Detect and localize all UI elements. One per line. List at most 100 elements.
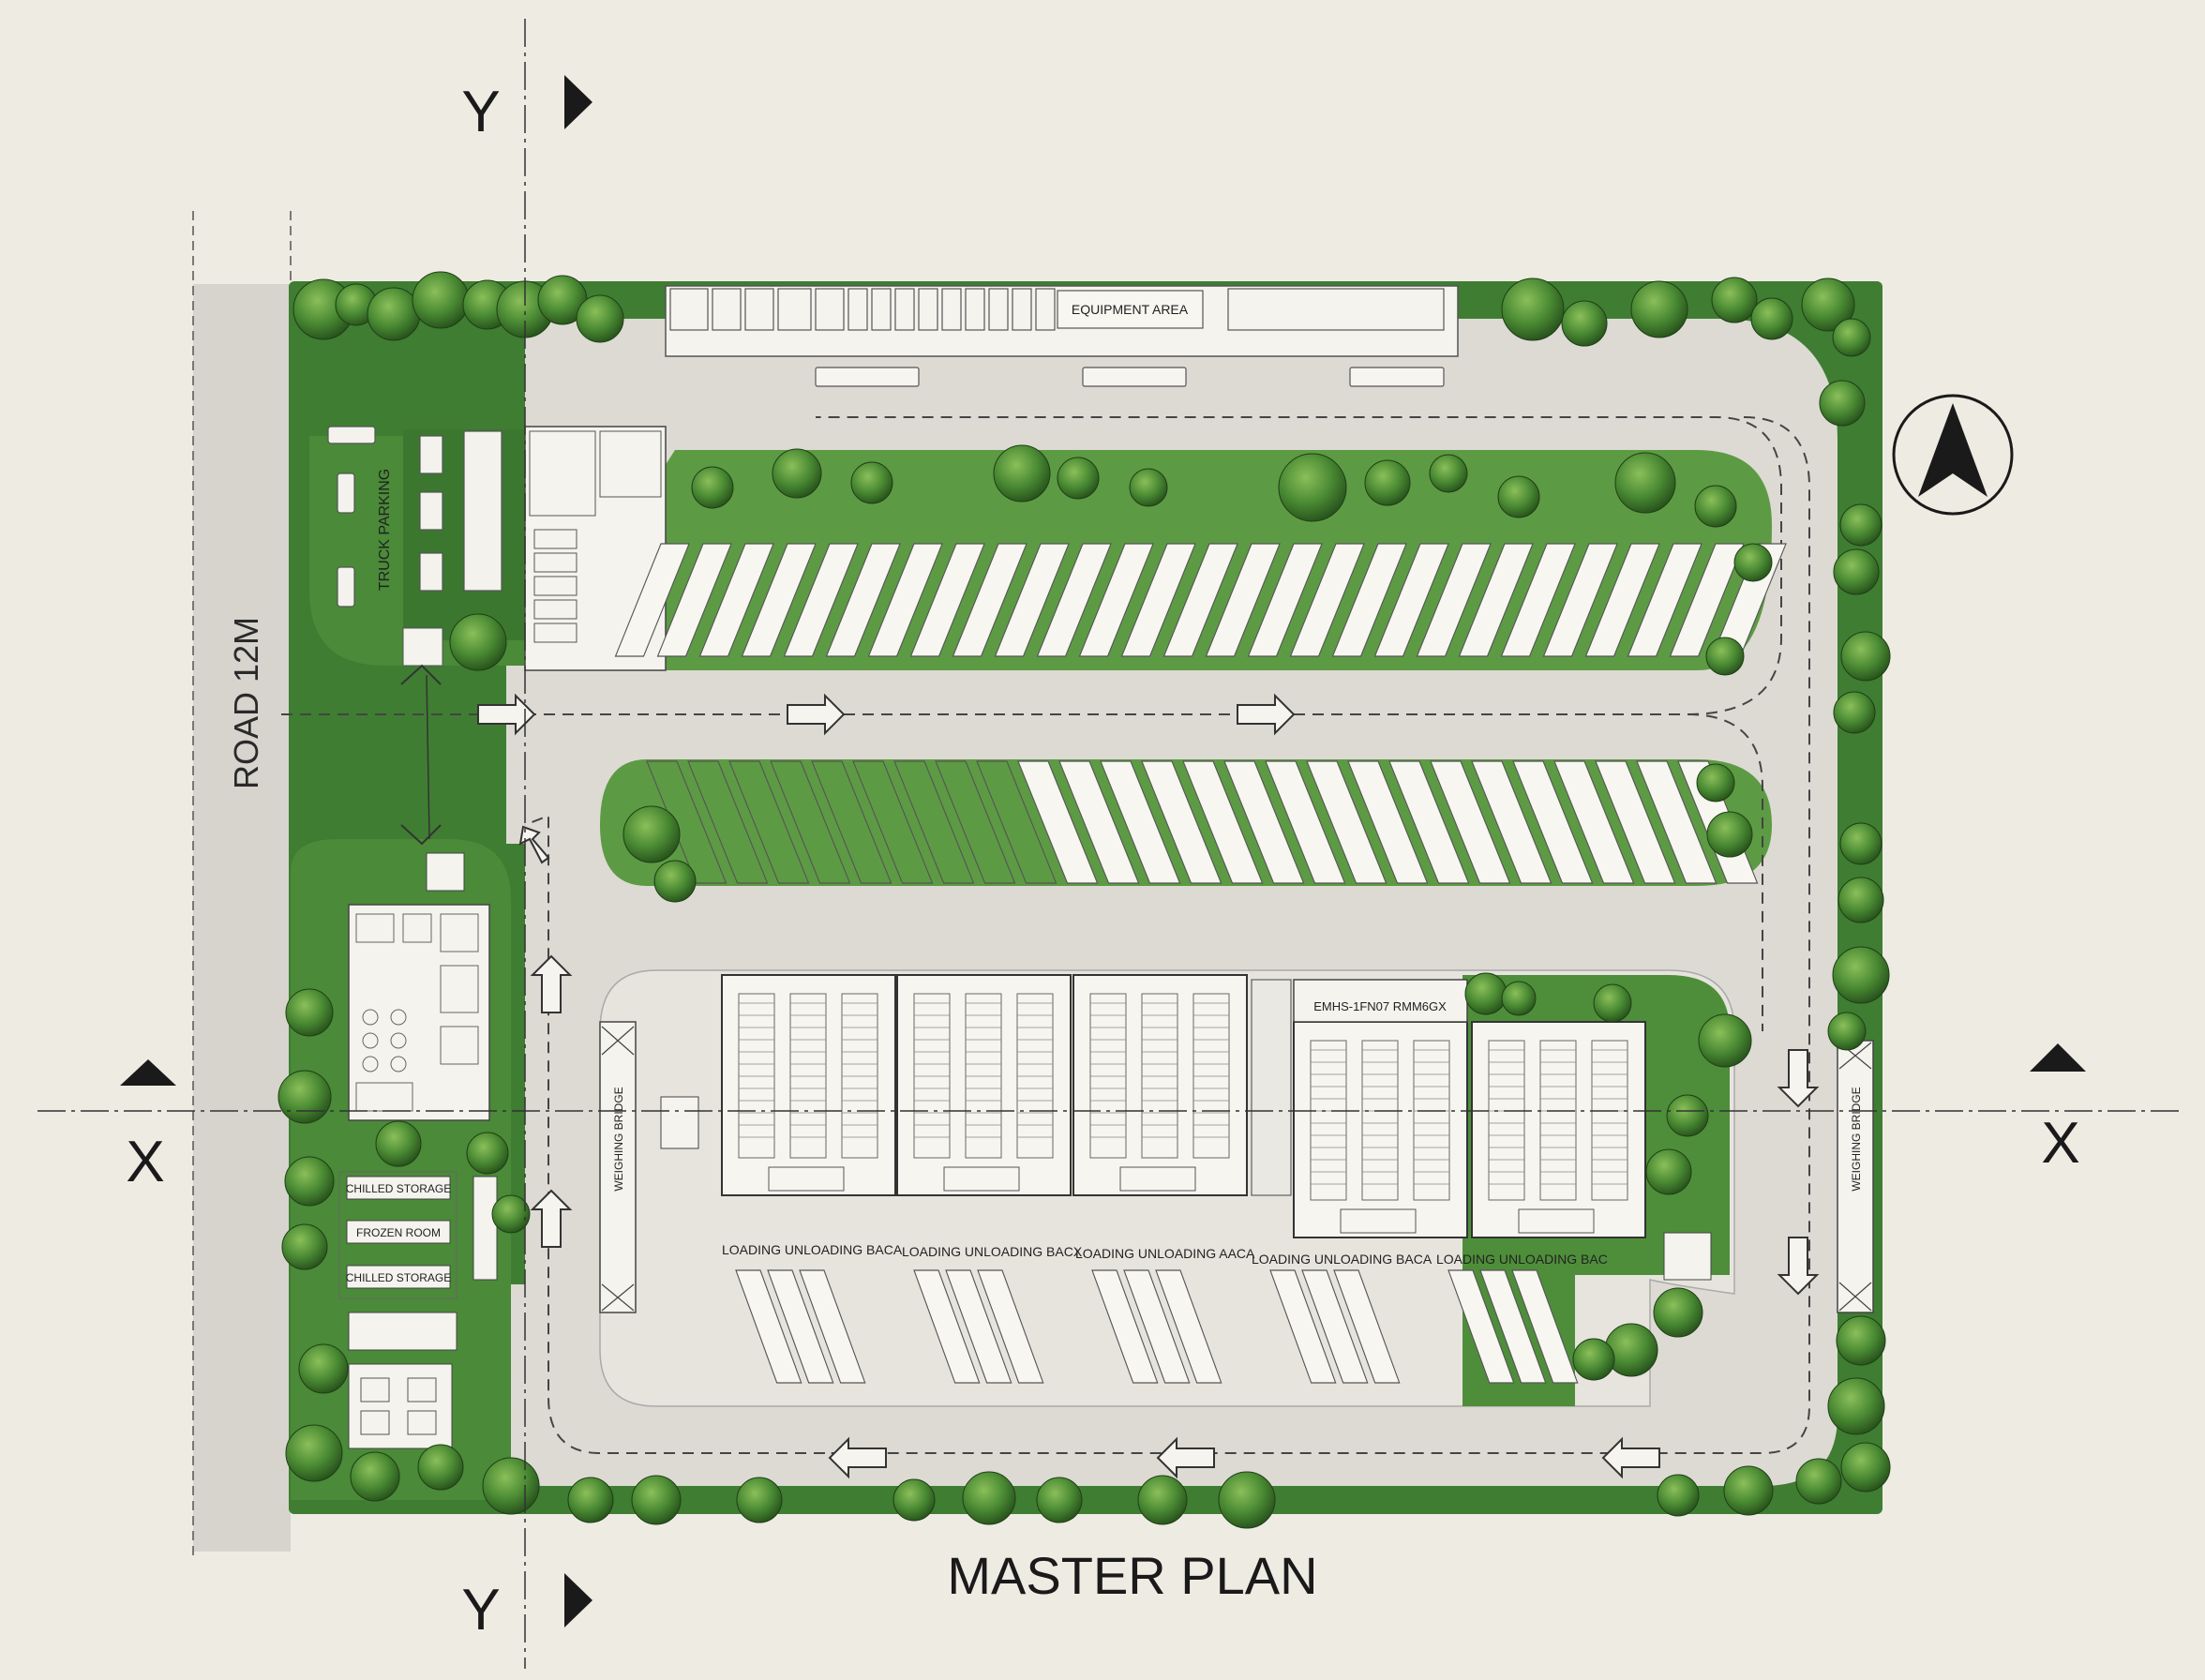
tree-icon — [1827, 1377, 1885, 1435]
weighing-bridge-right — [1837, 1040, 1874, 1313]
tree-icon — [1833, 691, 1876, 734]
parking-bay — [1058, 760, 1140, 884]
frozen-room-label: FROZEN ROOM — [356, 1226, 441, 1239]
plan-title: MASTER PLAN — [947, 1546, 1317, 1605]
tree-icon — [1723, 1465, 1774, 1516]
tree-icon — [1653, 1287, 1703, 1338]
tree-icon — [576, 294, 624, 343]
truck — [1511, 1269, 1579, 1384]
entry-barrier — [400, 664, 442, 846]
parking-bay — [1289, 543, 1365, 657]
truck — [735, 1269, 802, 1384]
tree-icon — [1801, 278, 1855, 332]
parking-bay — [994, 543, 1070, 657]
tree-icon — [1750, 297, 1793, 340]
tree-icon — [350, 1451, 400, 1502]
parking-bay — [1306, 760, 1388, 884]
tree-icon — [284, 1156, 335, 1207]
tree-icon — [1666, 1094, 1709, 1137]
tree-icon — [1614, 452, 1676, 514]
tree-icon — [892, 1478, 936, 1522]
gatehouse-rooms — [529, 430, 662, 643]
tree-icon — [1657, 1474, 1700, 1517]
tree-icon — [466, 1132, 509, 1175]
racking-row — [1488, 1040, 1525, 1201]
tree-icon — [1698, 1013, 1752, 1068]
entry-line — [426, 674, 430, 840]
racking-row — [1141, 993, 1178, 1159]
loading-bay-label-3: LOADING UNLOADING AACA — [1075, 1246, 1255, 1261]
parking-bay — [893, 760, 975, 884]
tree-icon — [298, 1343, 349, 1394]
tree-icon — [278, 1070, 332, 1124]
parking-bay — [1265, 760, 1346, 884]
generator-building — [348, 1363, 453, 1449]
parking-bay — [1182, 760, 1264, 884]
tree-icon — [1836, 1315, 1886, 1366]
parking-bay — [1223, 760, 1305, 884]
racking-row — [965, 993, 1002, 1159]
tree-icon — [631, 1475, 682, 1525]
loading-dock — [943, 1166, 1020, 1192]
weighing-bridge-left — [599, 1021, 637, 1313]
tree-icon — [1833, 548, 1880, 595]
loop-route — [1687, 713, 1763, 1031]
tree-icon — [1838, 877, 1884, 923]
parking-bay — [1141, 760, 1222, 884]
parking-bay — [909, 543, 985, 657]
parking-bay — [1627, 543, 1702, 657]
loading-bay-label-5: LOADING UNLOADING BAC — [1436, 1252, 1608, 1267]
truck — [1333, 1269, 1401, 1384]
tree-icon — [691, 466, 734, 509]
landscape-trees — [278, 271, 1891, 1529]
parking-bay — [1471, 760, 1552, 884]
truck — [913, 1269, 981, 1384]
truck — [1269, 1269, 1337, 1384]
north-parking-bays — [614, 543, 1787, 657]
tree-icon — [1057, 457, 1100, 500]
tree-icon — [1497, 475, 1540, 518]
parking-bay — [935, 760, 1016, 884]
section-x-right-arrow — [2030, 1043, 2086, 1072]
warehouse-block — [896, 974, 1072, 1196]
truck — [1479, 1269, 1547, 1384]
tree-icon — [1630, 280, 1688, 338]
parking-bay — [1078, 543, 1154, 657]
tree-icon — [1645, 1148, 1692, 1195]
tree-icon — [281, 1223, 328, 1270]
service-corridor — [1251, 979, 1292, 1196]
truck — [799, 1269, 866, 1384]
truck-parking-label: TRUCK PARKING — [377, 469, 393, 591]
chilled-storage-2-label: CHILLED STORAGE — [346, 1271, 451, 1284]
racking-row — [1361, 1040, 1399, 1201]
parking-bay — [1584, 543, 1660, 657]
loading-dock — [1518, 1208, 1595, 1234]
circulation-route-west — [524, 814, 825, 1454]
parking-bay — [1388, 760, 1470, 884]
parking-bay — [852, 760, 934, 884]
tree-icon — [772, 448, 822, 499]
tree-icon — [1832, 318, 1871, 357]
parking-bay — [1331, 543, 1407, 657]
loading-dock — [1340, 1208, 1417, 1234]
section-x-left: X — [126, 1130, 164, 1194]
warehouse-block — [1471, 1021, 1646, 1238]
parking-bay — [867, 543, 943, 657]
tree-icon — [1501, 278, 1565, 341]
racking-row — [1310, 1040, 1347, 1201]
loading-bay-label-2: LOADING UNLOADING BACX — [902, 1244, 1083, 1259]
section-x-right: X — [2041, 1111, 2079, 1176]
tree-icon — [1827, 1012, 1867, 1051]
tree-icon — [367, 287, 421, 341]
tree-icon — [1137, 1475, 1188, 1525]
loading-dock — [1119, 1166, 1196, 1192]
tree-icon — [1129, 468, 1168, 507]
truck — [1091, 1269, 1159, 1384]
warehouse-block — [721, 974, 896, 1196]
parking-bay — [698, 543, 774, 657]
loading-trucks — [735, 1269, 1579, 1384]
tree-icon — [1036, 1477, 1083, 1523]
equipment-area-box — [1057, 290, 1204, 329]
small-kiosk — [426, 852, 465, 892]
tree-icon — [412, 271, 470, 329]
